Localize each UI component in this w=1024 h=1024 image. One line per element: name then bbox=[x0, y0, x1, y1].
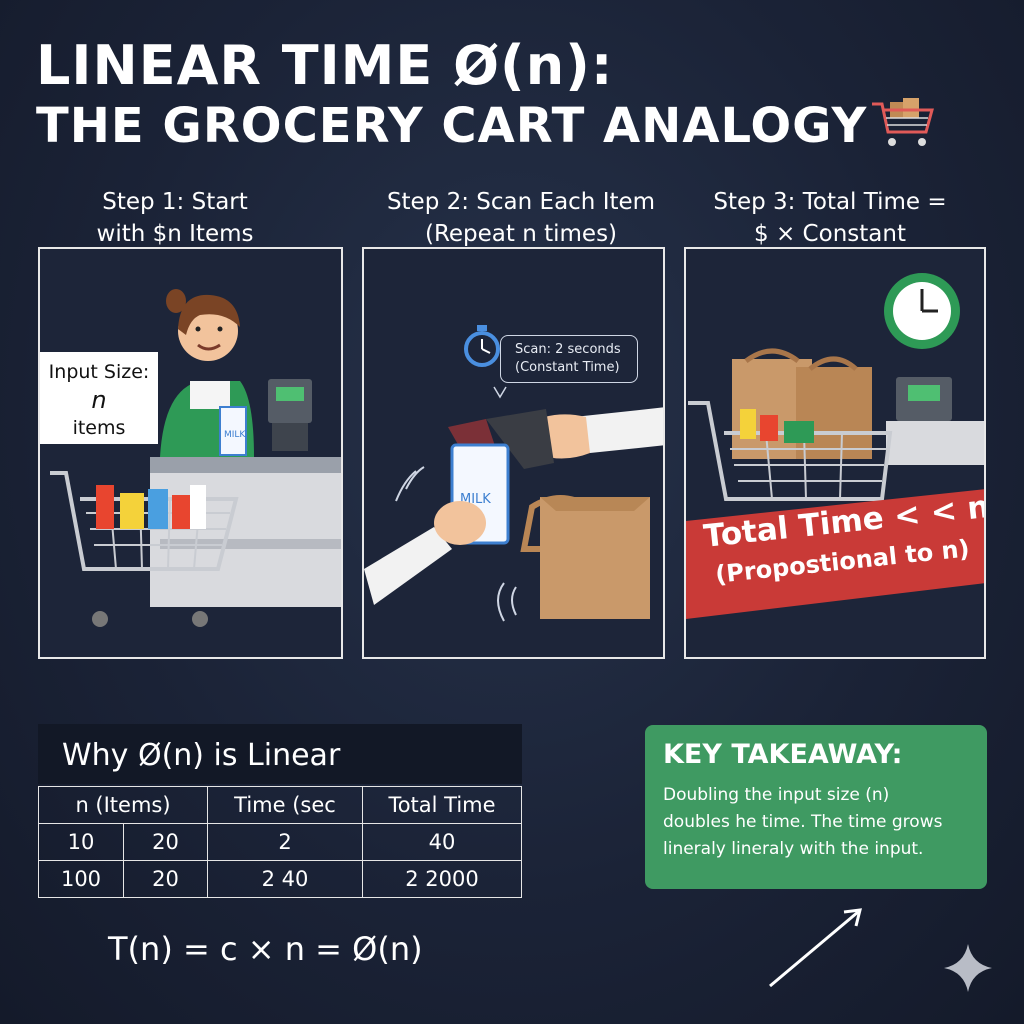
table-cell: 2 bbox=[207, 823, 363, 861]
step-3-line-1: Step 3: Total Time = bbox=[713, 189, 947, 215]
header-total-time: Total Time bbox=[362, 786, 522, 824]
total-time-banner bbox=[686, 489, 984, 619]
takeaway-line-2: doubles he time. The time grows bbox=[663, 812, 943, 832]
scan-time-line-2: (Constant Time) bbox=[515, 360, 620, 375]
step-3-line-2: $ × Constant bbox=[754, 221, 906, 247]
step-3-caption: Step 3: Total Time = $ × Constant bbox=[690, 186, 970, 250]
table-row: 10 20 2 40 bbox=[38, 823, 522, 861]
title-line-1: LINEAR TIME Ø(n): bbox=[36, 34, 614, 97]
header-n-items: n (Items) bbox=[38, 786, 208, 824]
input-size-label: Input Size: n items bbox=[40, 352, 158, 444]
table-cell: 20 bbox=[123, 823, 208, 861]
why-header-bar bbox=[38, 724, 522, 784]
cashier-illustration: MILK bbox=[50, 289, 341, 627]
step-2-line-1: Step 2: Scan Each Item bbox=[386, 189, 656, 215]
step-2-caption: Step 2: Scan Each Item (Repeat n times) bbox=[366, 186, 676, 250]
sparkle-icon bbox=[944, 944, 992, 992]
takeaway-title: KEY TAKEAWAY: bbox=[663, 739, 903, 770]
table-cell: 2 2000 bbox=[362, 860, 522, 898]
takeaway-line-3: lineraly lineraly with the input. bbox=[663, 839, 924, 859]
panel-step-1: MILK Input Size: n items bbox=[38, 247, 343, 659]
table-row: 100 20 2 40 2 2000 bbox=[38, 860, 522, 898]
clock-icon bbox=[884, 273, 960, 349]
header-time: Time (sec bbox=[207, 786, 363, 824]
table-cell: 100 bbox=[38, 860, 124, 898]
step-1-line-1: Step 1: Start bbox=[102, 189, 248, 215]
stopwatch-icon bbox=[464, 325, 500, 367]
step-2-line-2: (Repeat n times) bbox=[424, 221, 618, 247]
total-time-illustration bbox=[686, 273, 984, 619]
milk-carton-label: MILK bbox=[224, 430, 246, 440]
step-1-caption: Step 1: Start with $n Items bbox=[40, 186, 310, 250]
why-title: Why Ø(n) is Linear bbox=[62, 738, 341, 773]
table-cell: 2 40 bbox=[207, 860, 363, 898]
complexity-table: n (Items) Time (sec Total Time 10 20 2 4… bbox=[38, 786, 522, 898]
key-takeaway-card: KEY TAKEAWAY: Doubling the input size (n… bbox=[645, 725, 987, 889]
scan-time-line-1: Scan: 2 seconds bbox=[515, 342, 621, 357]
panel-step-2: MILK Scan: 2 seconds (Constant Time) bbox=[362, 247, 665, 659]
scanning-illustration: MILK bbox=[364, 325, 663, 622]
shopping-cart-icon bbox=[872, 98, 934, 146]
step-1-line-2: with $n Items bbox=[96, 221, 254, 247]
input-size-line-1: Input Size: bbox=[48, 361, 150, 383]
title-line-2: THE GROCERY CART ANALOGY bbox=[36, 98, 868, 154]
panel-step-3: Total Time < < n (Propostional to n) bbox=[684, 247, 986, 659]
table-cell: 40 bbox=[362, 823, 522, 861]
takeaway-text: Doubling the input size (n) doubles he t… bbox=[663, 782, 969, 863]
scan-time-bubble: Scan: 2 seconds (Constant Time) bbox=[500, 335, 638, 383]
table-cell: 10 bbox=[38, 823, 124, 861]
takeaway-line-1: Doubling the input size (n) bbox=[663, 785, 890, 805]
table-cell: 20 bbox=[123, 860, 208, 898]
table-header-row: n (Items) Time (sec Total Time bbox=[38, 786, 522, 824]
arrow-icon bbox=[769, 908, 862, 988]
input-size-line-2: n bbox=[91, 386, 107, 414]
input-size-line-3: items bbox=[72, 417, 126, 439]
formula: T(n) = c × n = Ø(n) bbox=[108, 930, 423, 968]
